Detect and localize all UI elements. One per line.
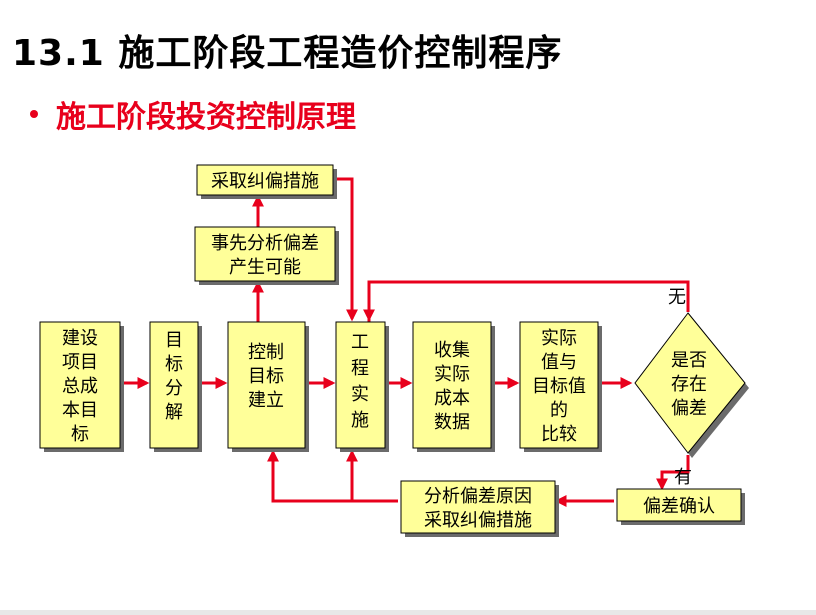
- node-confirm-line: 偏差确认: [643, 496, 715, 517]
- node-analyze: 分析偏差原因 采取纠偏措施: [400, 480, 559, 537]
- node-construction-line: 实: [351, 384, 369, 405]
- node-construction-line: 工: [351, 332, 369, 353]
- node-compare-line: 比较: [541, 424, 577, 445]
- slide-subtitle: 施工阶段投资控制原理: [56, 100, 356, 135]
- node-decision-line: 是否: [671, 350, 707, 371]
- node-establish-line: 建立: [248, 390, 284, 411]
- node-collect-line: 收集: [434, 340, 470, 361]
- node-construction-line: 程: [351, 358, 369, 379]
- node-target-line: 总成: [62, 376, 98, 397]
- node-decompose: 目 标 分 解: [149, 321, 202, 452]
- subtitle-row: 施工阶段投资控制原理: [30, 94, 356, 135]
- node-target-line: 建设: [62, 328, 98, 349]
- node-corrective-line: 采取纠偏措施: [211, 171, 319, 192]
- node-decision-line: 偏差: [671, 398, 707, 419]
- bullet-icon: [30, 110, 38, 118]
- node-analyze-line: 采取纠偏措施: [424, 510, 532, 531]
- node-decompose-line: 分: [165, 378, 183, 399]
- node-collect-line: 数据: [434, 412, 470, 433]
- node-target-line: 项目: [62, 352, 98, 373]
- node-pre-analysis: 事先分析偏差 产生可能: [194, 226, 339, 285]
- node-target-line: 本目: [62, 400, 98, 421]
- node-pre-analysis-line: 事先分析偏差: [211, 233, 319, 254]
- node-decision-line: 存在: [671, 374, 707, 395]
- node-corrective: 采取纠偏措施: [196, 164, 337, 199]
- node-decompose-line: 标: [165, 354, 183, 375]
- node-compare: 实际 值与 目标值 的 比较: [519, 321, 602, 452]
- node-compare-line: 实际: [541, 328, 577, 349]
- arrow-corrective-to-construction: [334, 177, 358, 322]
- node-establish-line: 目标: [248, 366, 284, 387]
- node-confirm: 偏差确认: [616, 488, 745, 525]
- branch-label-no: 无: [668, 287, 686, 308]
- node-target: 建设 项目 总成 本目 标: [39, 321, 124, 452]
- node-collect-line: 成本: [434, 388, 470, 409]
- node-compare-line: 值与: [541, 352, 577, 373]
- node-pre-analysis-line: 产生可能: [229, 257, 301, 278]
- node-collect: 收集 实际 成本 数据: [412, 321, 495, 452]
- node-construction-line: 施: [351, 410, 369, 431]
- node-compare-line: 的: [550, 400, 568, 421]
- bottom-strip: [0, 610, 816, 615]
- node-establish: 控制 目标 建立: [227, 321, 309, 452]
- branch-label-yes: 有: [674, 467, 692, 488]
- node-analyze-line: 分析偏差原因: [424, 486, 532, 507]
- node-compare-line: 目标值: [532, 376, 586, 397]
- arrow-decision-to-confirm: [656, 455, 690, 491]
- node-decision: 是否 存在 偏差: [634, 312, 749, 458]
- node-decompose-line: 目: [165, 330, 183, 351]
- node-decompose-line: 解: [165, 402, 183, 423]
- arrow-no-loop: [367, 280, 690, 322]
- arrow-analyze-to-establish: [271, 450, 398, 503]
- connectors: [120, 177, 690, 507]
- node-target-line: 标: [71, 424, 89, 445]
- node-establish-line: 控制: [248, 342, 284, 363]
- node-collect-line: 实际: [434, 364, 470, 385]
- slide-title: 13.1 施工阶段工程造价控制程序: [12, 33, 563, 74]
- node-construction: 工 程 实 施: [335, 321, 389, 452]
